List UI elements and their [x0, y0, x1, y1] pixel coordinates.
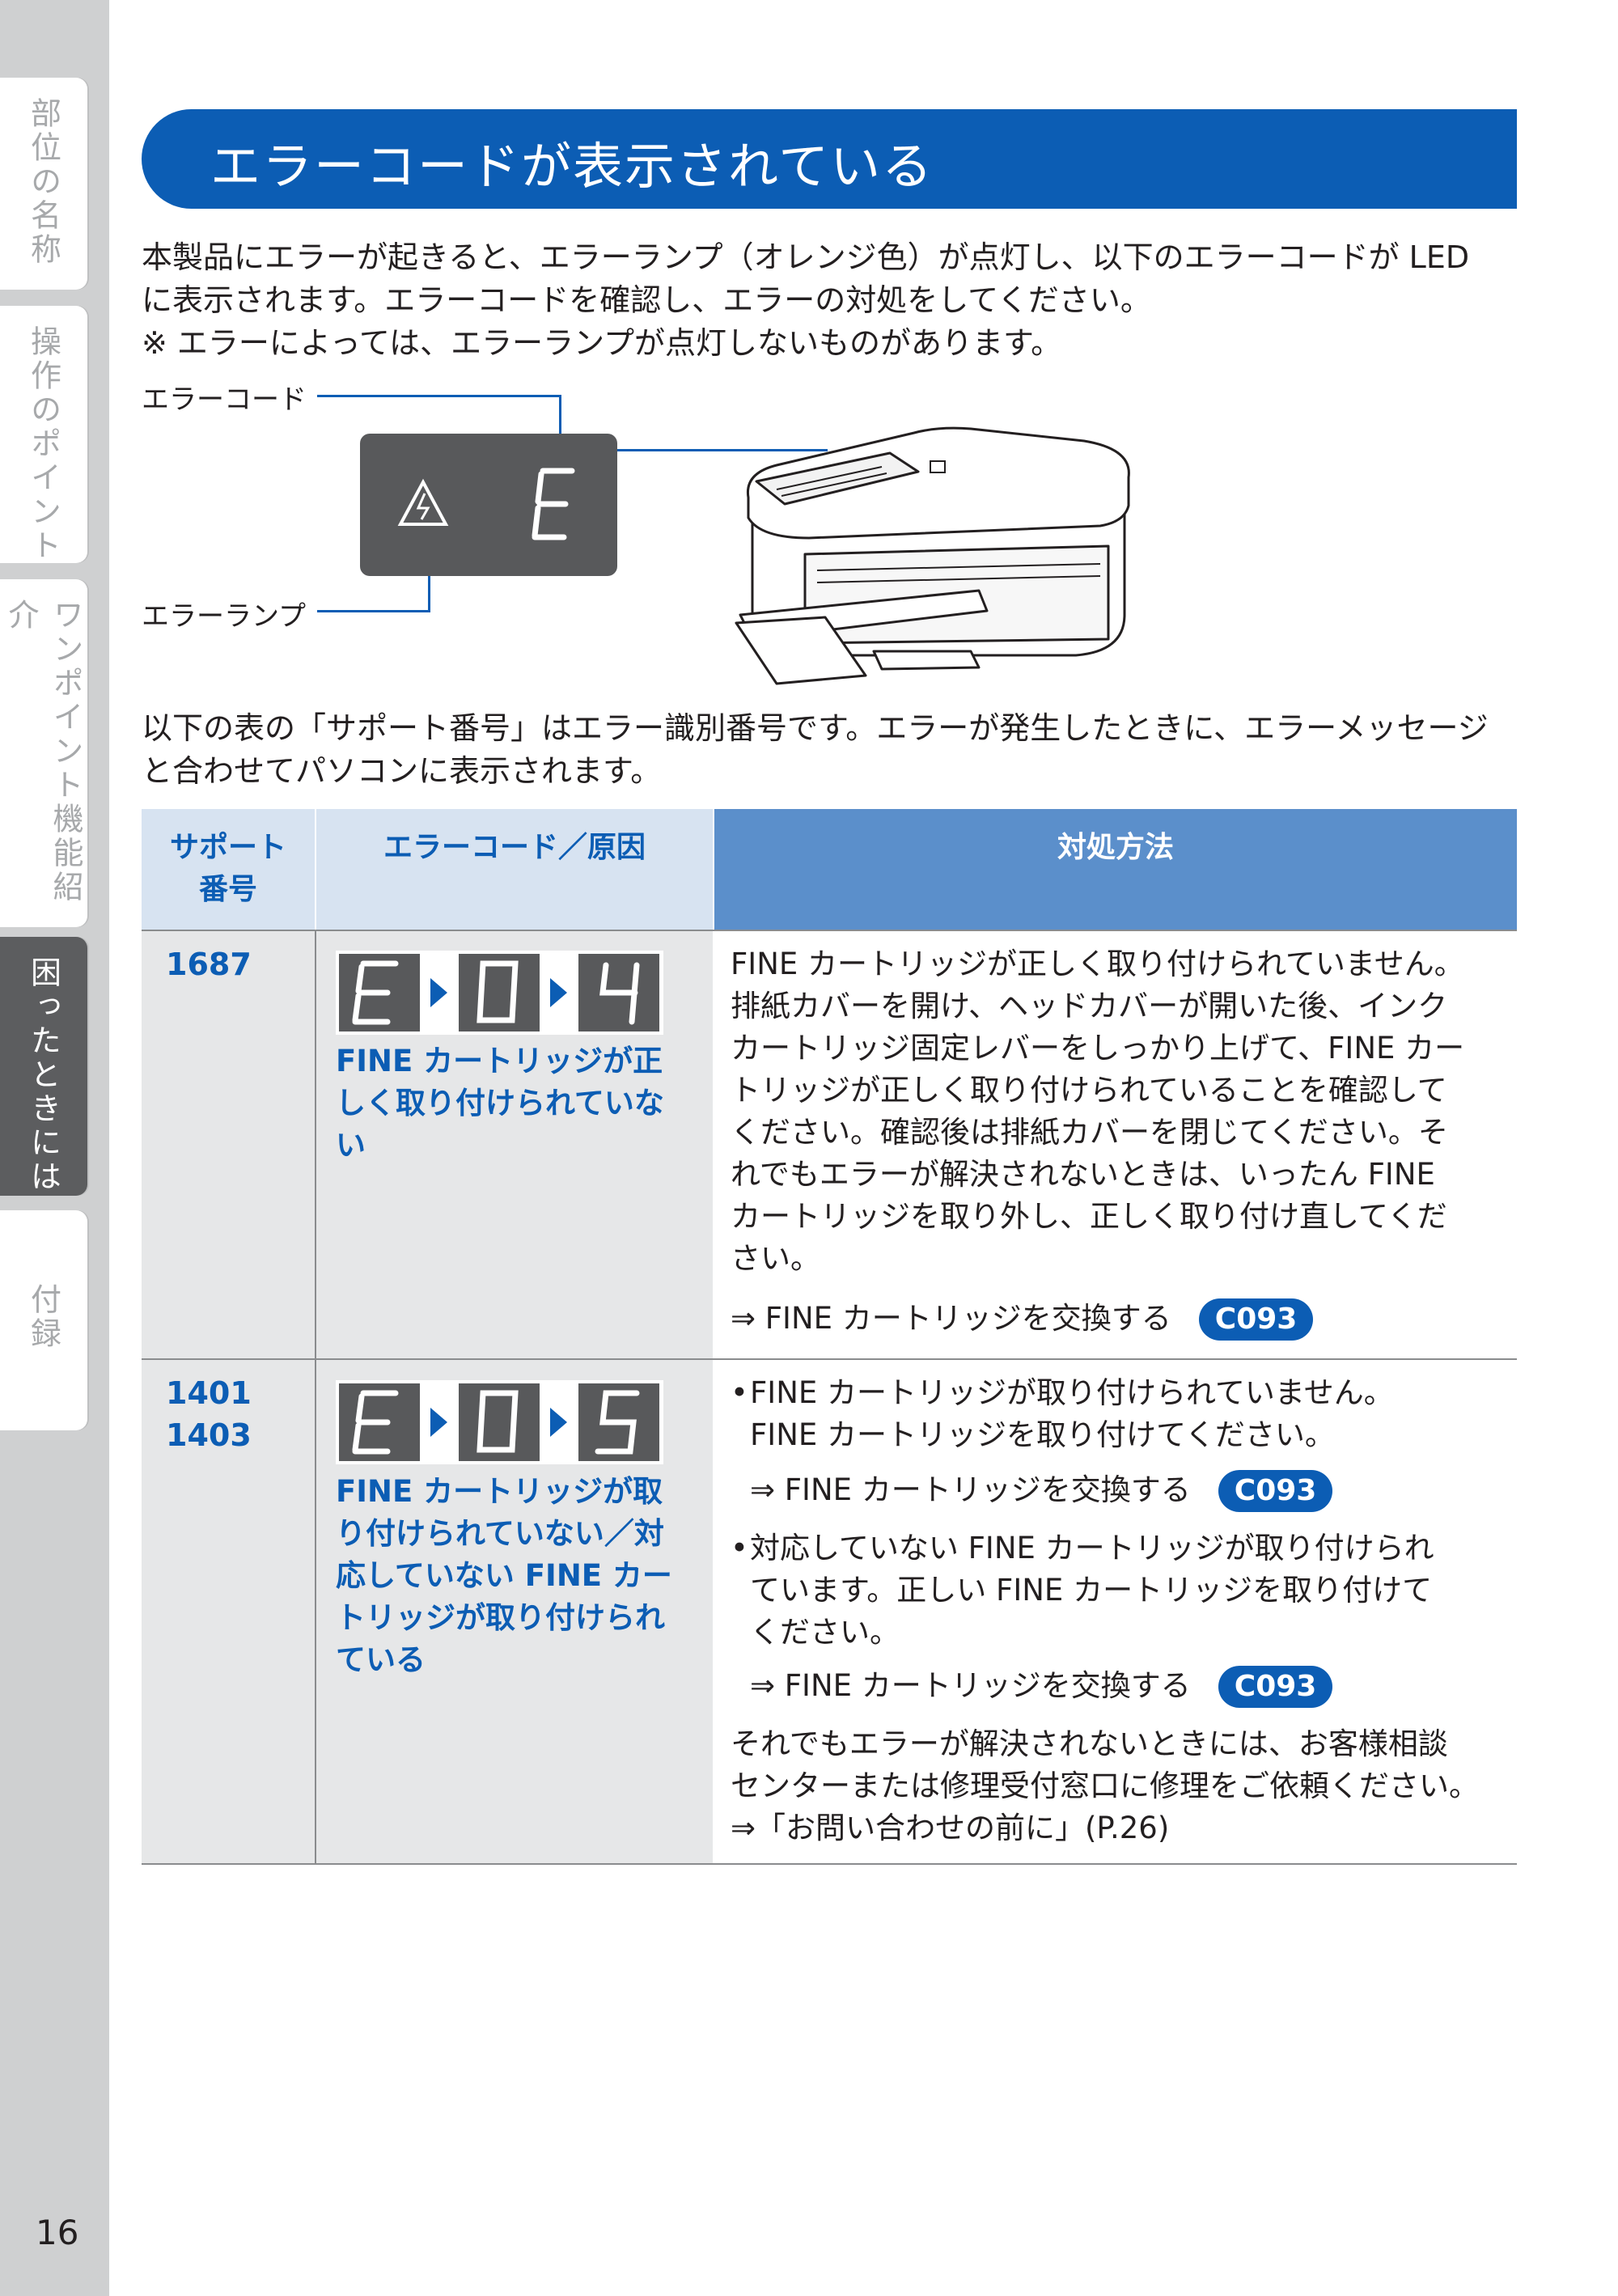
- title-banner: エラーコードが表示されている: [142, 109, 1517, 209]
- header-support-line-2: 番号: [198, 873, 257, 906]
- remedy-line: ください。: [750, 1615, 900, 1650]
- led-panel-closeup: [360, 434, 617, 576]
- remedy-line: それでもエラーが解決されないときには、お客様相談: [731, 1726, 1448, 1761]
- cause-line: い: [336, 1128, 366, 1163]
- support-number: 1687: [166, 947, 252, 982]
- remedy-line: カートリッジを取り外し、正しく取り付け直してくだ: [731, 1199, 1447, 1234]
- error-lamp-label: エラーランプ: [142, 600, 306, 633]
- header-support-number: サポート 番号: [142, 809, 315, 930]
- table-bottom-border: [142, 1863, 1517, 1865]
- replace-cartridge-link[interactable]: ⇒ FINE カートリッジを交換する C093: [750, 1469, 1333, 1512]
- row-divider: [142, 1358, 1517, 1360]
- replace-cartridge-link[interactable]: ⇒ FINE カートリッジを交換する C093: [750, 1665, 1333, 1708]
- remedy-line: トリッジが正しく取り付けられていることを確認して: [731, 1073, 1447, 1108]
- panel-to-printer-leader: [617, 449, 828, 451]
- tab-one-point-features-label: ワンポイント機能紹介: [3, 599, 83, 904]
- intro-line-2: に表示されます。エラーコードを確認し、エラーの対処をしてください。: [142, 282, 1151, 318]
- support-number: 1403: [166, 1417, 252, 1453]
- remedy-line: カートリッジ固定レバーをしっかり上げて、FINE カー: [731, 1031, 1465, 1065]
- support-number: 1401: [166, 1375, 252, 1411]
- header-remedy: 対処方法: [714, 809, 1517, 930]
- cause-line: ている: [336, 1642, 426, 1677]
- error-code-display-e04: [336, 951, 663, 1035]
- cause-line: トリッジが取り付けられ: [336, 1600, 665, 1635]
- cause-line: 応していない FINE カー: [336, 1558, 672, 1593]
- error-code-leader-v: [559, 395, 561, 445]
- intro-note: ※ エラーによっては、エラーランプが点灯しないものがあります。: [142, 325, 1062, 361]
- bullet-dot: •: [731, 1531, 748, 1565]
- page-title: エラーコードが表示されている: [210, 137, 934, 196]
- remedy-line: ています。正しい FINE カートリッジを取り付けて: [750, 1573, 1433, 1608]
- bullet-dot: •: [731, 1375, 748, 1410]
- replace-cartridge-link-text[interactable]: ⇒ FINE カートリッジを交換する: [731, 1301, 1171, 1336]
- replace-cartridge-link-text[interactable]: ⇒ FINE カートリッジを交換する: [750, 1472, 1191, 1507]
- remedy-line: 排紙カバーを開け、ヘッドカバーが開いた後、インク: [731, 989, 1448, 1023]
- header-cause: エラーコード／原因: [316, 809, 713, 930]
- tab-operation-points[interactable]: 操作のポイント: [0, 306, 87, 563]
- cause-line: しく取り付けられていな: [336, 1086, 664, 1120]
- led-segment-e: [532, 468, 575, 540]
- manual-code-badge[interactable]: C093: [1218, 1470, 1333, 1512]
- tab-one-point-features[interactable]: ワンポイント機能紹介: [0, 579, 87, 927]
- support-column-bg: [142, 930, 315, 1864]
- error-code-leader-h: [317, 395, 561, 397]
- manual-code-badge[interactable]: C093: [1198, 1298, 1314, 1341]
- replace-cartridge-link[interactable]: ⇒ FINE カートリッジを交換する C093: [731, 1298, 1314, 1341]
- cause-line: FINE カートリッジが取: [336, 1474, 663, 1509]
- tab-part-names-label: 部位の名称: [25, 97, 61, 267]
- tab-appendix-label: 付録: [25, 1283, 61, 1351]
- manual-code-badge[interactable]: C093: [1218, 1666, 1333, 1708]
- tab-part-names[interactable]: 部位の名称: [0, 78, 87, 290]
- remedy-line: センターまたは修理受付窓口に修理をご依頼ください。: [731, 1769, 1479, 1803]
- tab-operation-points-label: 操作のポイント: [25, 325, 61, 563]
- remedy-line: FINE カートリッジが正しく取り付けられていません。: [731, 947, 1464, 981]
- error-code-label: エラーコード: [142, 383, 307, 416]
- section-index-sidebar: 部位の名称 操作のポイント ワンポイント機能紹介 困ったときには 付録 16: [0, 0, 109, 2296]
- page-number: 16: [36, 2213, 79, 2252]
- header-remedy-label: 対処方法: [1057, 831, 1174, 864]
- intro-line-1: 本製品にエラーが起きると、エラーランプ（オレンジ色）が点灯し、以下のエラーコード…: [142, 239, 1470, 275]
- remedy-line: さい。: [731, 1241, 820, 1276]
- table-intro-line-2: と合わせてパソコンに表示されます。: [142, 753, 662, 789]
- remedy-line: FINE カートリッジを取り付けてください。: [750, 1417, 1335, 1452]
- remedy-line: 対応していない FINE カートリッジが取り付けられ: [750, 1531, 1434, 1565]
- cause-line: り付けられていない／対: [336, 1516, 664, 1551]
- printer-illustration: [735, 426, 1130, 685]
- tab-troubleshooting[interactable]: 困ったときには: [0, 937, 87, 1196]
- tab-appendix[interactable]: 付録: [0, 1210, 87, 1430]
- remedy-line: れでもエラーが解決されないときは、いったん FINE: [731, 1157, 1435, 1192]
- warning-icon: [397, 478, 449, 526]
- replace-cartridge-link-text[interactable]: ⇒ FINE カートリッジを交換する: [750, 1668, 1191, 1703]
- contact-reference-link[interactable]: ⇒「お問い合わせの前に」(P.26): [731, 1811, 1170, 1845]
- table-intro-line-1: 以下の表の「サポート番号」はエラー識別番号です。エラーが発生したときに、エラーメ…: [142, 710, 1489, 746]
- header-divider: [142, 930, 1517, 931]
- column-divider: [315, 930, 316, 1864]
- error-code-display-e05: [336, 1380, 663, 1464]
- header-cause-label: エラーコード／原因: [383, 831, 646, 864]
- error-lamp-leader-h: [317, 610, 430, 612]
- tab-troubleshooting-label: 困ったときには: [25, 956, 61, 1194]
- remedy-line: FINE カートリッジが取り付けられていません。: [750, 1375, 1394, 1410]
- remedy-line: ください。確認後は排紙カバーを閉じてください。そ: [731, 1115, 1448, 1150]
- header-support-line-1: サポート: [169, 831, 286, 864]
- cause-line: FINE カートリッジが正: [336, 1044, 663, 1078]
